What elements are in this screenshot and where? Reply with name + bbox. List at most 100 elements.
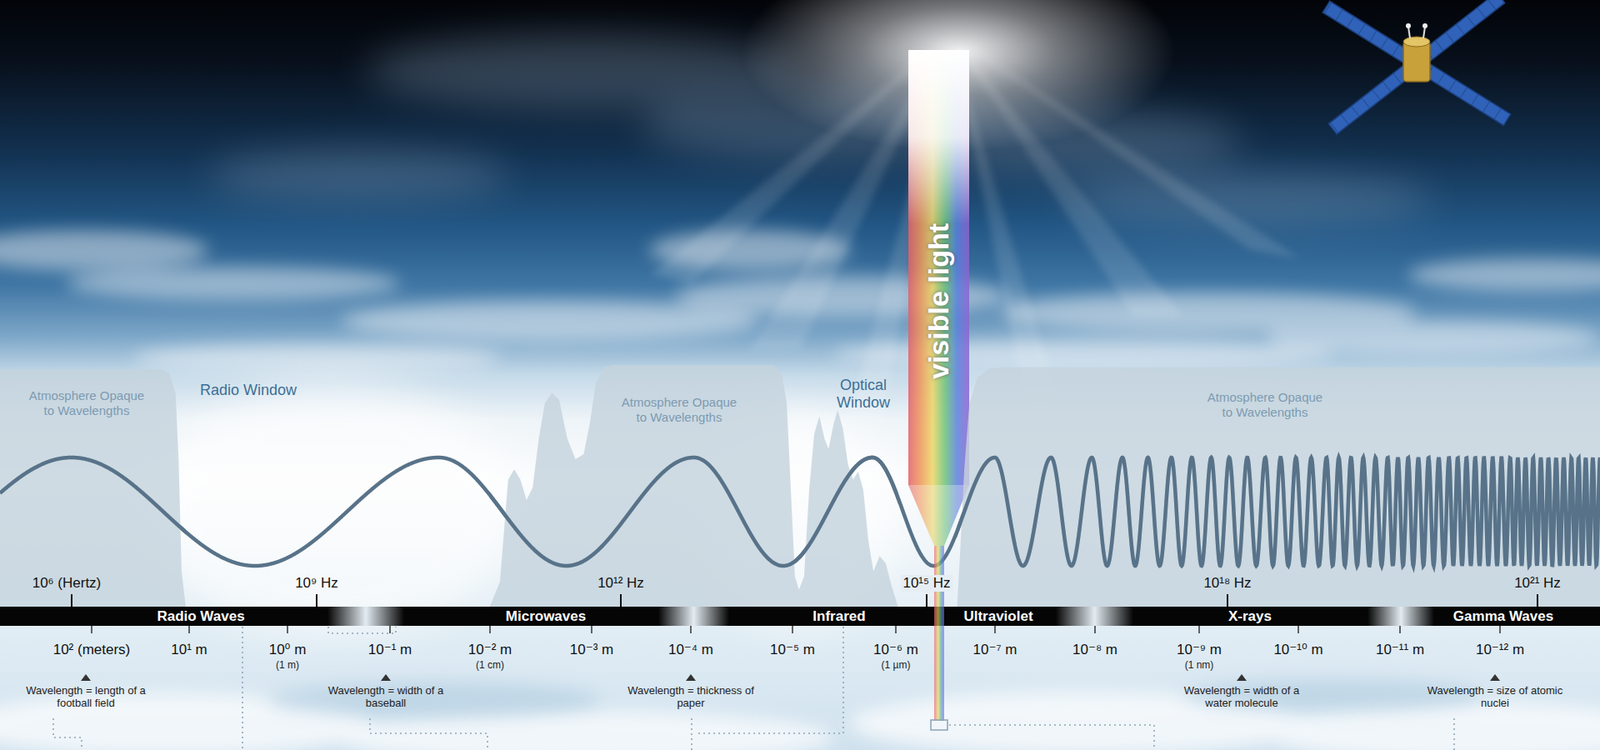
frequency-tick [315, 594, 318, 607]
frequency-tick [70, 594, 73, 607]
wavelength-label: 10² (meters) [53, 641, 131, 659]
frequency-label: 10⁹ Hz [295, 575, 339, 592]
band-transition [658, 606, 730, 626]
leader-line [241, 626, 244, 750]
frequency-tick [1226, 594, 1229, 607]
opaque-region-fill [0, 369, 186, 607]
cloud [133, 343, 500, 374]
region-label: Atmosphere Opaque to Wavelengths [1205, 390, 1326, 420]
size-comparison: Wavelength = thickness of paper [620, 685, 762, 710]
wavelength-tick [994, 625, 996, 634]
frequency-label: 10¹⁵ Hz [900, 575, 953, 592]
band-name: Ultraviolet [963, 606, 1033, 626]
frequency-tick [620, 594, 622, 607]
wavelength-tick [188, 625, 190, 634]
wavelength-tick [690, 625, 692, 634]
light-funnel [908, 485, 970, 546]
satellite [1328, 0, 1505, 135]
satellite [1405, 23, 1411, 29]
opaque-region: Atmosphere Opaque to Wavelengths [956, 366, 1600, 607]
wavelength-label: 10⁻⁸ m [1072, 641, 1118, 659]
size-comparison: Wavelength = size of atomic nuclei [1424, 685, 1566, 710]
cloud [1408, 258, 1600, 292]
satellite [1403, 41, 1430, 82]
satellite [1334, 0, 1500, 129]
pointer-triangle [1236, 674, 1247, 681]
frequency-tick [70, 594, 73, 607]
unit-note: (1 µm) [881, 660, 911, 672]
frequency-tick [1536, 594, 1539, 607]
leader-line [1453, 718, 1455, 750]
wavelength-label: 10⁻⁴ m [668, 641, 714, 659]
satellite [1328, 0, 1505, 135]
satellite [1403, 36, 1430, 47]
band-name: X-rays [1228, 606, 1272, 626]
lower-cloud [266, 681, 600, 719]
wavelength-label: 10⁻³ m [570, 641, 614, 659]
band-transition [1055, 606, 1134, 626]
frequency-label: 10²¹ Hz [1514, 575, 1561, 592]
wavelength-label: 10⁻⁵ m [770, 641, 815, 659]
frequency-label: 10¹⁸ Hz [1203, 575, 1251, 592]
opaque-region: Atmosphere Opaque to Wavelengths [0, 369, 186, 607]
dark-cloud [1066, 173, 1434, 227]
window-glow [150, 383, 517, 634]
band-name: Infrared [812, 606, 865, 626]
band-name: Radio Waves [156, 606, 245, 626]
leader-line [370, 718, 488, 750]
region-label: Atmosphere Opaque to Wavelengths [26, 388, 148, 419]
wavelength-tick [590, 625, 593, 634]
satellite [1408, 26, 1410, 39]
pointer-triangle [80, 674, 91, 681]
pointer-triangle [380, 674, 391, 681]
light-funnel [934, 545, 945, 721]
wavelength-tick [1297, 625, 1300, 634]
wavelength-label: 10⁻⁶ m [873, 641, 919, 659]
wavelength-tick [1399, 625, 1401, 634]
frequency-tick [925, 594, 928, 607]
wave-line [956, 457, 1600, 566]
wave-line [0, 457, 186, 566]
wavelength-tick [389, 625, 391, 634]
pointer-triangle [1490, 674, 1500, 681]
band-transition [327, 606, 1435, 626]
frequency-tick [1536, 594, 1539, 607]
wavelength-tick [895, 625, 897, 634]
leader-line [949, 725, 1155, 750]
pointer-triangle [685, 674, 696, 681]
wave [0, 457, 186, 607]
satellite [1423, 26, 1425, 39]
unit-note: (1 cm) [475, 660, 505, 672]
wavelength-label: 10⁻⁷ m [973, 641, 1018, 659]
band-transition [1367, 606, 1435, 626]
wavelength-label: 10⁻¹⁰ m [1273, 641, 1323, 659]
leader-line [53, 718, 82, 750]
window-label: Optical Window [825, 376, 902, 411]
leader-line [53, 626, 1455, 750]
satellite [1327, 7, 1506, 120]
wave-line [489, 457, 899, 566]
leader-line [328, 626, 396, 634]
lower-cloud [266, 679, 1484, 719]
wavelength-tick [489, 625, 491, 634]
wavelength-tick [90, 625, 93, 634]
frequency-tick [1226, 594, 1229, 607]
cloud [341, 300, 759, 341]
region-label: Atmosphere Opaque to Wavelengths [619, 395, 740, 425]
size-comparison: Wavelength = width of a water molecule [1170, 685, 1313, 710]
wave-line [0, 457, 1600, 566]
unit-note: (1 nm) [1185, 660, 1215, 672]
unit-note: (1 m) [275, 660, 300, 672]
wavelength-label: 10⁰ m [269, 641, 307, 659]
size-comparison: Wavelength = width of a baseball [315, 685, 457, 710]
satellite [1422, 23, 1428, 29]
satellite [1322, 0, 1511, 135]
leader-line [695, 626, 844, 734]
wavelength-label: 10⁻¹ m [368, 641, 412, 659]
frequency-tick [620, 594, 622, 607]
cloud [0, 230, 209, 270]
frequency-label: 10⁶ (Hertz) [32, 575, 102, 592]
dark-cloud [208, 150, 509, 200]
wavelength-tick [1094, 625, 1096, 634]
